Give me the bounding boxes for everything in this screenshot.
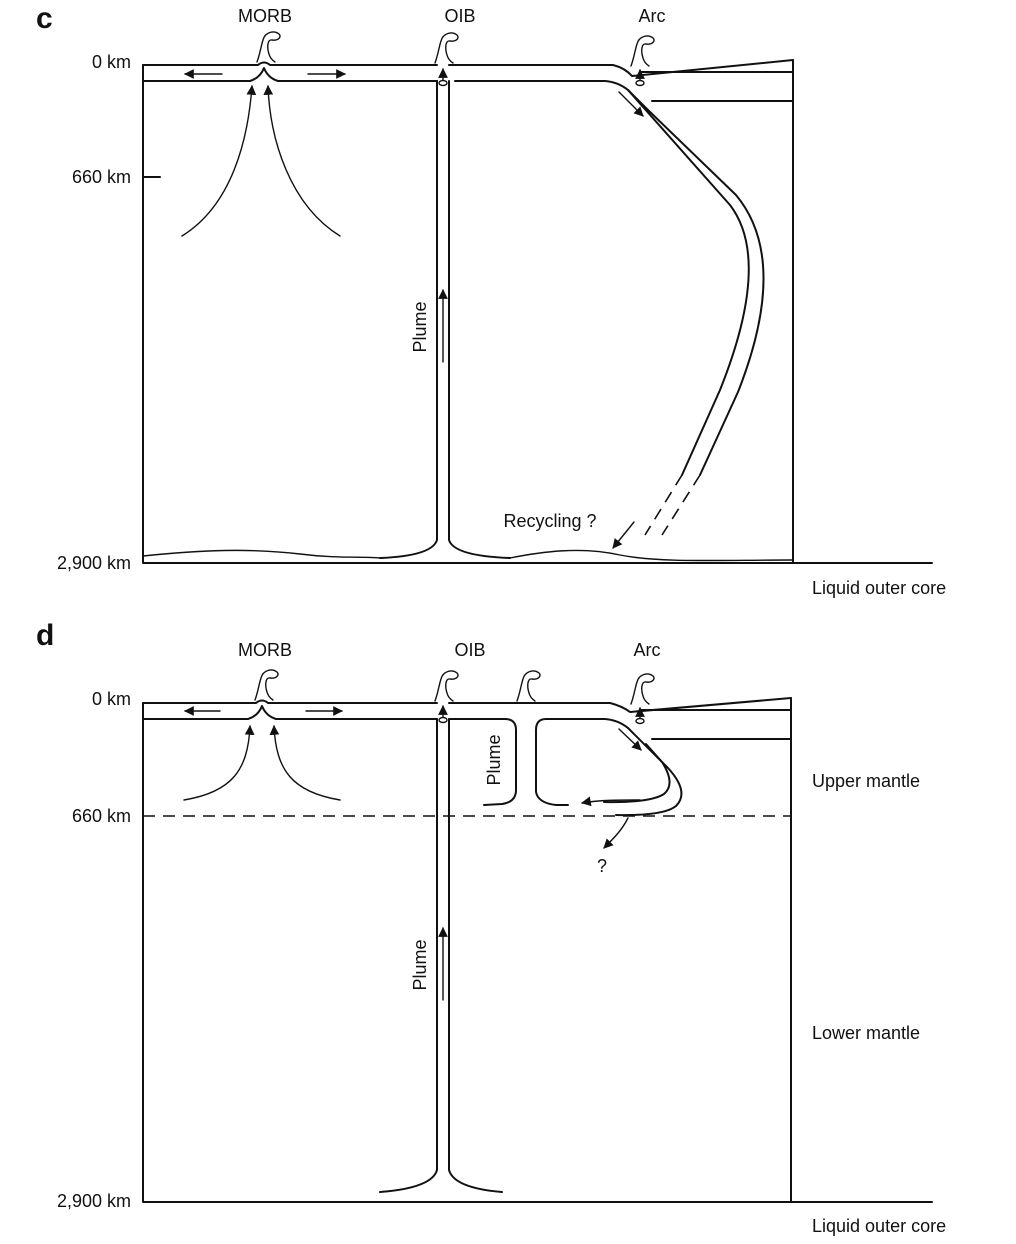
panel-d-upwelling-arrow-left <box>183 725 255 801</box>
panel-d-depth-2900: 2,900 km <box>57 1191 131 1211</box>
panel-c-upwelling-arrow-right <box>263 85 341 237</box>
panel-c-plume-wall-right <box>448 80 511 559</box>
panel-c-recycling-label: Recycling ? <box>503 511 596 531</box>
panel-d-lower-mantle-label: Lower mantle <box>812 1023 920 1043</box>
panel-d-lithosphere-top <box>142 699 438 704</box>
panel-c-oib-volcano-icon <box>434 32 459 64</box>
panel-d-oib-volcano-icon <box>434 670 459 702</box>
panel-d-upwelling-arrow-right <box>269 725 341 801</box>
panel-c-morb-volcano-icon <box>256 31 281 63</box>
panel-d-plume-wall-left <box>379 718 438 1193</box>
panel-d-upper-plume-volcano-icon <box>516 670 541 702</box>
panel-c-plume-wall-left <box>379 80 438 559</box>
panel-c-arc-melt-pocket <box>635 79 645 87</box>
panel-c-arc-volcano-icon <box>630 35 655 67</box>
panel-d-slab-inner <box>603 743 671 804</box>
panel-d-depth-660: 660 km <box>72 806 131 826</box>
panel-c-slab-dashed-bottom <box>661 474 701 536</box>
panel-c-slab-bottom <box>647 109 765 476</box>
panel-d-letter: d <box>36 619 54 652</box>
panel-d-upper-mantle-label: Upper mantle <box>812 771 920 791</box>
panel-d-morb-volcano-icon <box>254 669 279 701</box>
panel-d-morb-label: MORB <box>238 640 292 660</box>
panel-d-slab-penetration-arrow <box>603 817 629 849</box>
panel-c: c MORB OIB Arc 0 km 660 km 2,900 km <box>36 2 946 598</box>
panel-c-lithosphere-top <box>142 61 438 66</box>
panel-c-oib-label: OIB <box>444 6 475 26</box>
panel-d-depth-0: 0 km <box>92 689 131 709</box>
panel-c-depth-2900: 2,900 km <box>57 553 131 573</box>
panel-c-oib-melt-pocket <box>438 79 448 87</box>
panel-d-slab-arrow <box>618 728 642 751</box>
panel-c-slab-upper <box>454 80 649 111</box>
panel-d-lithosphere-base-left <box>142 705 438 720</box>
panel-c-depth-660: 660 km <box>72 167 131 187</box>
panel-c-slab-top <box>627 89 750 476</box>
panel-c-plume-label: Plume <box>410 301 430 352</box>
panel-c-slab-arrow <box>618 91 644 117</box>
panel-c-recycling-arrow <box>612 521 635 549</box>
panel-d-oib-melt-pocket <box>438 716 448 724</box>
panel-c-mantle-frame <box>142 64 933 564</box>
panel-d-slab-outer <box>615 727 683 817</box>
panel-d-arc-melt-pocket <box>635 717 645 725</box>
panel-d-arc-label: Arc <box>634 640 661 660</box>
panel-d-upper-plume-left <box>448 718 517 806</box>
panel-d-mantle-frame <box>142 702 933 1203</box>
panel-d-slab-return-arrow <box>581 796 641 807</box>
panel-d-core-label: Liquid outer core <box>812 1216 946 1236</box>
panel-d: d MORB OIB Arc 0 km 660 km 2,900 km <box>36 619 946 1236</box>
panel-c-cmb-wavy <box>142 549 794 562</box>
panel-d-question-label: ? <box>597 856 607 876</box>
panel-d-deep-plume-label: Plume <box>410 939 430 990</box>
panel-c-slab-dashed-top <box>644 474 683 536</box>
panel-c-lithosphere-base-left <box>142 67 438 82</box>
panel-d-oib-label: OIB <box>454 640 485 660</box>
panel-d-upper-plume-label: Plume <box>484 734 504 785</box>
panel-d-upper-plume-right-base <box>535 729 569 806</box>
panel-c-arc-label: Arc <box>639 6 666 26</box>
panel-c-morb-label: MORB <box>238 6 292 26</box>
panel-c-letter: c <box>36 2 53 35</box>
panel-d-upper-plume-right-top <box>535 718 629 731</box>
panel-c-depth-0: 0 km <box>92 52 131 72</box>
panel-c-plate-top-right <box>448 59 794 77</box>
panel-d-plume-wall-right <box>448 718 503 1193</box>
panel-d-arc-volcano-icon <box>630 673 655 705</box>
panel-d-plate-top-right <box>448 697 792 713</box>
panel-c-core-label: Liquid outer core <box>812 578 946 598</box>
panel-c-upwelling-arrow-left <box>181 85 257 237</box>
